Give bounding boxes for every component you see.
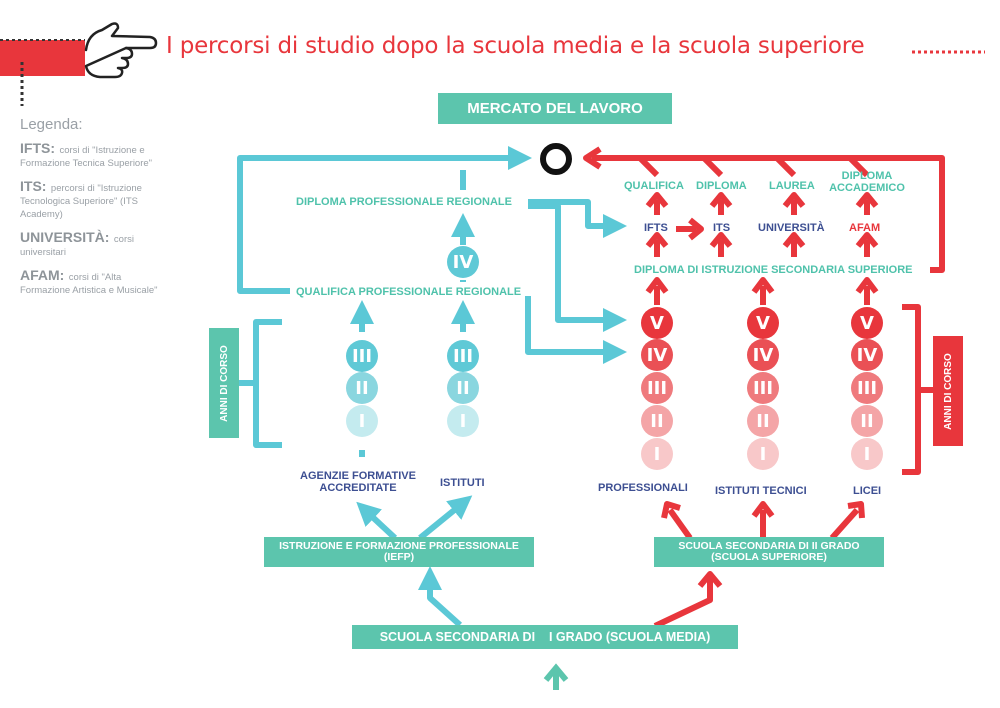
outcome-qualifica: QUALIFICA bbox=[624, 180, 684, 192]
legend-desc: corsi universitari bbox=[20, 234, 134, 258]
legend-entry-ifts: IFTS: corsi di "Istruzione e Formazione … bbox=[20, 140, 160, 169]
year-circle-iv: IV bbox=[851, 339, 883, 371]
legend: Legenda: IFTS: corsi di "Istruzione e Fo… bbox=[20, 116, 160, 308]
year-circle-ii: II bbox=[851, 405, 883, 437]
year-circle-iii: III bbox=[346, 340, 378, 372]
year-circle-ii: II bbox=[747, 405, 779, 437]
legend-desc: corsi di "Istruzione e Formazione Tecnic… bbox=[20, 145, 153, 169]
year-circle-iv: IV bbox=[641, 339, 673, 371]
labour-market-node bbox=[540, 143, 572, 175]
istituti-label: ISTITUTI bbox=[440, 477, 485, 489]
legend-term: ITS: bbox=[20, 178, 47, 194]
licei-label: LICEI bbox=[853, 485, 882, 497]
legend-desc: corsi di "Alta Formazione Artistica e Mu… bbox=[20, 272, 158, 296]
page-title: I percorsi di studio dopo la scuola medi… bbox=[166, 33, 865, 59]
legend-desc: percorsi di "Istruzione Tecnologica Supe… bbox=[20, 183, 142, 220]
post-course-its: ITS bbox=[713, 222, 731, 234]
legend-title: Legenda: bbox=[20, 116, 83, 133]
year-circle-v: V bbox=[747, 307, 779, 339]
anni-di-corso-left: ANNI DI CORSO bbox=[209, 328, 239, 438]
year-circle-i: I bbox=[447, 405, 479, 437]
legend-term: IFTS: bbox=[20, 140, 55, 156]
year-circle-i: I bbox=[851, 438, 883, 470]
scuola-media-box: SCUOLA SECONDARIA DI I GRADO (SCUOLA MED… bbox=[352, 625, 738, 649]
legend-entry-its: ITS: percorsi di "Istruzione Tecnologica… bbox=[20, 178, 160, 220]
year-circle-v: V bbox=[851, 307, 883, 339]
year-circle-iv: IV bbox=[747, 339, 779, 371]
post-course-ifts: IFTS bbox=[644, 222, 668, 234]
year-circle-i: I bbox=[641, 438, 673, 470]
post-course-universita: UNIVERSITÀ bbox=[758, 222, 825, 234]
year-circle-iii: III bbox=[641, 372, 673, 404]
scuola-superiore-box: SCUOLA SECONDARIA DI II GRADO (SCUOLA SU… bbox=[654, 537, 884, 567]
year-circle-iv: IV bbox=[447, 246, 479, 278]
professionali-label: PROFESSIONALI bbox=[598, 482, 688, 494]
legend-term: AFAM: bbox=[20, 267, 65, 283]
anni-di-corso-right: ANNI DI CORSO bbox=[933, 336, 963, 446]
year-circle-iii: III bbox=[747, 372, 779, 404]
year-circle-ii: II bbox=[346, 372, 378, 404]
legend-entry-universita: UNIVERSITÀ: corsi universitari bbox=[20, 229, 160, 258]
iefp-box: ISTRUZIONE E FORMAZIONE PROFESSIONALE (I… bbox=[264, 537, 534, 567]
diploma-istruzione-secondaria-label: DIPLOMA DI ISTRUZIONE SECONDARIA SUPERIO… bbox=[634, 264, 913, 276]
year-circle-ii: II bbox=[641, 405, 673, 437]
istituti-tecnici-label: ISTITUTI TECNICI bbox=[715, 485, 807, 497]
year-circle-i: I bbox=[346, 405, 378, 437]
outcome-diploma: DIPLOMA bbox=[696, 180, 747, 192]
post-course-afam: AFAM bbox=[849, 222, 881, 234]
year-circle-iii: III bbox=[851, 372, 883, 404]
pointing-hand-icon bbox=[84, 22, 158, 79]
header-red-bar bbox=[0, 40, 85, 76]
year-circle-i: I bbox=[747, 438, 779, 470]
mercato-del-lavoro-box: MERCATO DEL LAVORO bbox=[438, 93, 672, 124]
year-circle-iii: III bbox=[447, 340, 479, 372]
year-circle-v: V bbox=[641, 307, 673, 339]
agenzie-formative-label: AGENZIE FORMATIVE ACCREDITATE bbox=[300, 470, 416, 494]
outcome-diploma-accademico: DIPLOMA ACCADEMICO bbox=[829, 170, 905, 194]
diploma-professionale-regionale-label: DIPLOMA PROFESSIONALE REGIONALE bbox=[296, 196, 512, 208]
legend-term: UNIVERSITÀ: bbox=[20, 229, 110, 245]
outcome-laurea: LAUREA bbox=[769, 180, 815, 192]
year-circle-ii: II bbox=[447, 372, 479, 404]
legend-entry-afam: AFAM: corsi di "Alta Formazione Artistic… bbox=[20, 267, 160, 296]
qualifica-professionale-regionale-label: QUALIFICA PROFESSIONALE REGIONALE bbox=[296, 286, 522, 298]
